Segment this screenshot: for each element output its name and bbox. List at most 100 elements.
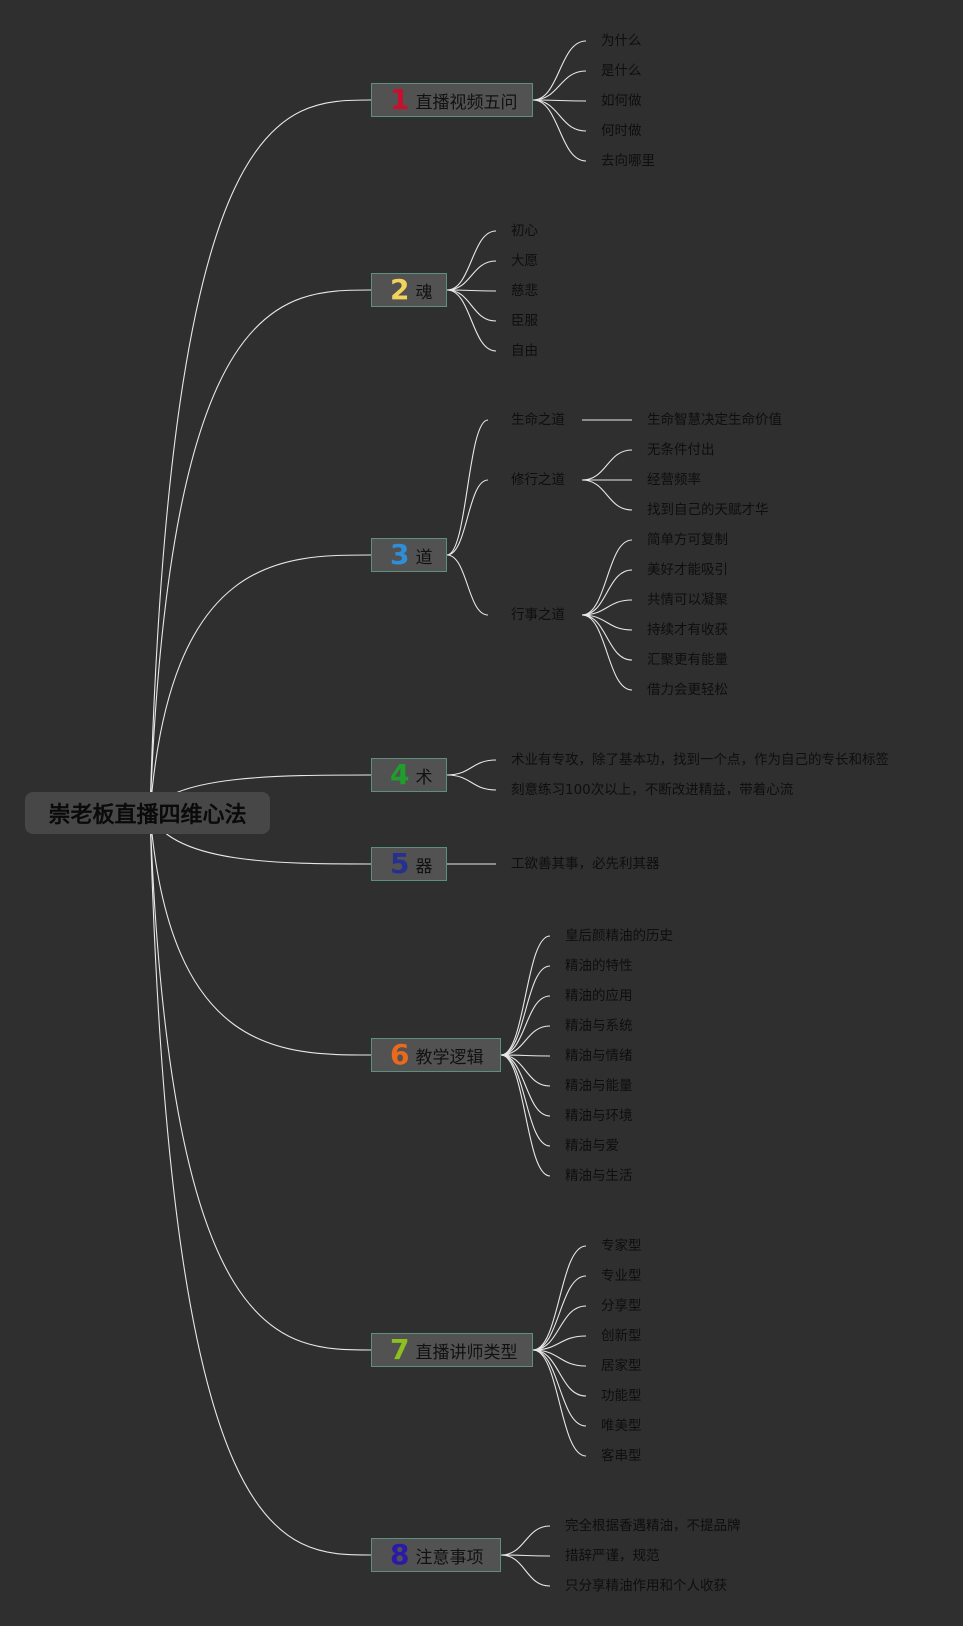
- branch-link: [446, 759, 497, 776]
- branch-link: [532, 70, 587, 101]
- leaf-item[interactable]: 美好才能吸引: [647, 562, 728, 578]
- leaf-item[interactable]: 刻意练习100次以上，不断改进精益，带着心流: [511, 782, 794, 798]
- leaf-item[interactable]: 术业有专攻，除了基本功，找到一个点，作为自己的专长和标签: [511, 752, 889, 768]
- branch-link: [446, 774, 497, 791]
- leaf-item[interactable]: 如何做: [601, 93, 642, 109]
- leaf-item[interactable]: 精油的特性: [565, 958, 633, 974]
- leaf-item[interactable]: 创新型: [601, 1328, 642, 1344]
- leaf-item[interactable]: 精油与生活: [565, 1168, 633, 1184]
- leaf-item[interactable]: 为什么: [601, 33, 642, 49]
- sub-link: [581, 569, 633, 616]
- leaf-item[interactable]: 持续才有收获: [647, 622, 728, 638]
- leaf-item[interactable]: 完全根据香遇精油，不提品牌: [565, 1518, 741, 1534]
- leaf-item[interactable]: 汇聚更有能量: [647, 652, 728, 668]
- branch-link: [532, 1349, 587, 1427]
- sub-link: [581, 614, 633, 691]
- leaf-item[interactable]: 无条件付出: [647, 442, 715, 458]
- leaf-item[interactable]: 共情可以凝聚: [647, 592, 728, 608]
- branch-link: [446, 554, 489, 616]
- leaf-item[interactable]: 简单方可复制: [647, 532, 728, 548]
- leaf-item[interactable]: 去向哪里: [601, 153, 655, 169]
- branch-label: 道: [415, 547, 433, 568]
- leaf-item[interactable]: 精油的应用: [565, 988, 633, 1004]
- leaf-item[interactable]: 精油与能量: [565, 1078, 633, 1094]
- leaf-item[interactable]: 只分享精油作用和个人收获: [565, 1578, 727, 1594]
- branch-label: 教学逻辑: [415, 1047, 484, 1068]
- leaf-item[interactable]: 专业型: [601, 1268, 642, 1284]
- branch-link: [532, 1305, 587, 1351]
- branch-label: 魂: [415, 282, 433, 303]
- leaf-item[interactable]: 精油与环境: [565, 1108, 633, 1124]
- sub-link: [581, 614, 633, 631]
- branch-link: [500, 995, 551, 1056]
- leaf-item[interactable]: 工欲善其事，必先利其器: [511, 856, 660, 872]
- leaf-item[interactable]: 居家型: [601, 1358, 642, 1374]
- root-link-6: [149, 812, 372, 1056]
- branch-link: [446, 230, 497, 291]
- leaf-item[interactable]: 何时做: [601, 123, 642, 139]
- leaf-item[interactable]: 措辞严谨，规范: [565, 1548, 660, 1564]
- branch-link: [532, 1335, 587, 1351]
- branch-label: 注意事项: [415, 1547, 484, 1568]
- branch-number-5: 5: [390, 847, 410, 880]
- root-link-1: [149, 99, 372, 814]
- leaf-item[interactable]: 经营频率: [647, 472, 701, 488]
- root-node[interactable]: 崇老板直播四维心法: [25, 792, 270, 834]
- sub-branch-2[interactable]: 修行之道: [511, 472, 565, 488]
- branch-number-6: 6: [390, 1038, 410, 1071]
- leaf-item[interactable]: 自由: [511, 343, 538, 359]
- leaf-item[interactable]: 借力会更轻松: [647, 682, 728, 698]
- leaf-item[interactable]: 功能型: [601, 1388, 642, 1404]
- branch-link: [500, 1054, 551, 1147]
- branch-label: 器: [415, 856, 433, 877]
- leaf-item[interactable]: 精油与情绪: [565, 1048, 633, 1064]
- leaf-item[interactable]: 精油与系统: [565, 1018, 633, 1034]
- root-link-8: [149, 812, 372, 1556]
- branch-number-4: 4: [390, 758, 410, 791]
- leaf-item[interactable]: 是什么: [601, 63, 642, 79]
- sub-branch-1[interactable]: 生命之道: [511, 412, 565, 428]
- root-link-7: [149, 812, 372, 1351]
- branch-link: [532, 99, 587, 162]
- branch-link: [532, 99, 587, 132]
- sub-link: [581, 479, 633, 511]
- leaf-item[interactable]: 唯美型: [601, 1418, 642, 1434]
- branch-link: [532, 1349, 587, 1367]
- leaf-item[interactable]: 臣服: [511, 313, 538, 329]
- leaf-item[interactable]: 皇后颜精油的历史: [565, 928, 673, 944]
- leaf-item[interactable]: 慈悲: [511, 283, 538, 299]
- leaf-item[interactable]: 找到自己的天赋才华: [647, 502, 769, 518]
- branch-link: [532, 1245, 587, 1351]
- branch-label: 直播视频五问: [415, 92, 518, 113]
- sub-branch-3[interactable]: 行事之道: [511, 607, 565, 623]
- branch-link: [446, 289, 497, 322]
- leaf-item[interactable]: 大愿: [511, 253, 538, 269]
- leaf-item[interactable]: 初心: [511, 223, 538, 239]
- leaf-item[interactable]: 精油与爱: [565, 1138, 619, 1154]
- sub-link: [581, 614, 633, 661]
- leaf-item[interactable]: 专家型: [601, 1238, 642, 1254]
- branch-link: [446, 419, 489, 556]
- leaf-item[interactable]: 客串型: [601, 1448, 642, 1464]
- branch-label: 直播讲师类型: [415, 1342, 518, 1363]
- branch-number-3: 3: [390, 538, 410, 571]
- branch-link: [446, 479, 489, 556]
- leaf-item[interactable]: 分享型: [601, 1298, 642, 1314]
- branch-label: 术: [415, 767, 433, 788]
- branch-link: [532, 1349, 587, 1457]
- leaf-item[interactable]: 生命智慧决定生命价值: [647, 412, 782, 428]
- branch-link: [532, 40, 587, 101]
- branch-link: [500, 1554, 551, 1587]
- branch-link: [500, 1025, 551, 1056]
- branch-number-2: 2: [390, 273, 410, 306]
